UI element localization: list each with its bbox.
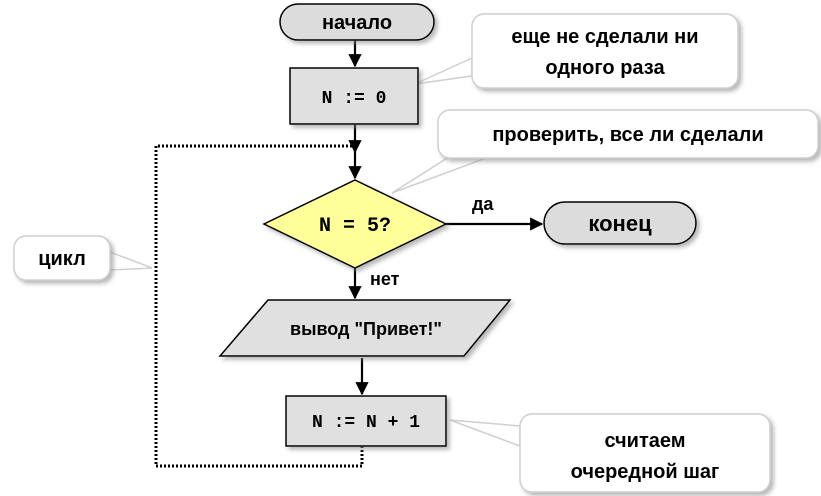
step-note-line2: очередной шаг <box>571 461 720 483</box>
init-note-pointer <box>414 56 473 85</box>
init-note-line1: еще не сделали ни <box>511 26 698 48</box>
step-note-pointer <box>449 419 521 448</box>
node-end: конец <box>543 201 697 245</box>
loop-note-callout: цикл <box>13 235 111 281</box>
loop-note-text: цикл <box>38 248 86 270</box>
node-end-label: конец <box>588 211 652 236</box>
init-note-callout: еще не сделали ни одного раза <box>471 13 739 89</box>
loop-note-pointer <box>109 250 153 271</box>
step-note-line1: считаем <box>604 430 685 452</box>
node-init-label: N := 0 <box>322 89 387 109</box>
check-note-callout: проверить, все ли сделали <box>437 109 819 159</box>
step-note-callout: считаем очередной шаг <box>519 413 771 493</box>
init-note-line2: одного раза <box>545 57 665 79</box>
node-start: начало <box>279 3 435 41</box>
edge-label-yes: да <box>472 194 494 214</box>
node-output: вывод "Привет!" <box>218 299 512 357</box>
node-init: N := 0 <box>289 67 419 125</box>
node-increment-label: N := N + 1 <box>312 413 420 433</box>
check-note-text: проверить, все ли сделали <box>492 124 763 146</box>
edge-loop-back <box>154 144 364 468</box>
node-output-label: вывод "Привет!" <box>290 319 442 339</box>
node-condition: N = 5? <box>262 179 448 269</box>
node-increment: N := N + 1 <box>285 395 447 447</box>
edge-loop-back-arrowhead <box>348 140 362 154</box>
node-condition-label: N = 5? <box>319 215 391 238</box>
node-start-label: начало <box>322 12 392 34</box>
edge-label-no: нет <box>370 269 400 289</box>
